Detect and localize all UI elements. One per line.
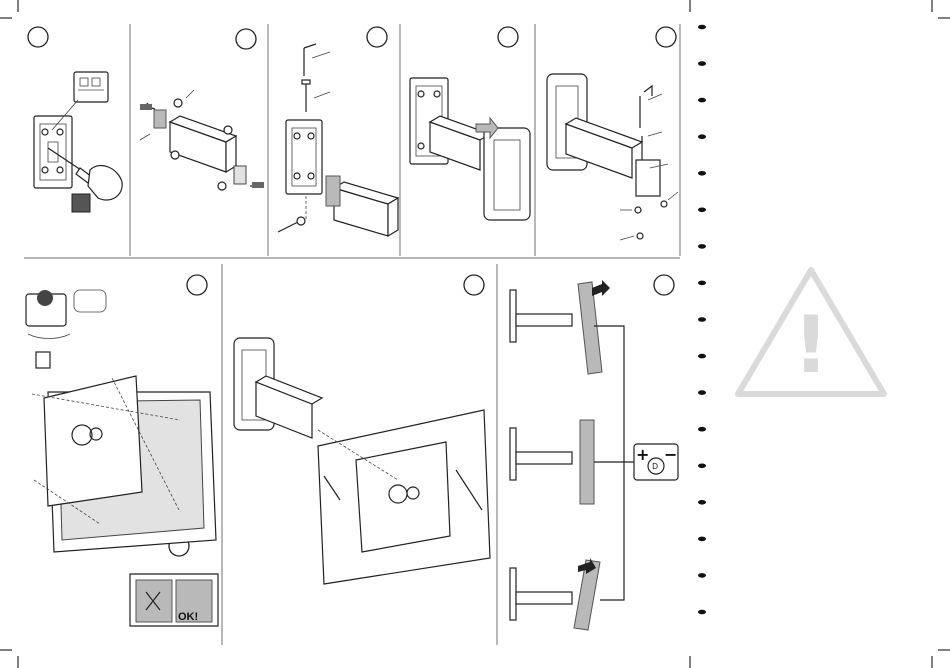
panel-8-tilt: + − D: [510, 280, 678, 630]
panel-6-tv-back: OK!: [26, 290, 218, 626]
language-marker: [698, 134, 706, 139]
step-3-circle: [367, 27, 387, 47]
step-8-circle: [654, 275, 674, 295]
language-marker: [698, 281, 706, 286]
language-marker: [698, 464, 706, 469]
language-marker: [698, 610, 706, 615]
hand-shape: [88, 166, 122, 200]
wall-square: [72, 194, 90, 212]
adjust-dial-icon: + − D: [634, 444, 678, 480]
panel-4-arm-insert: [410, 78, 530, 220]
language-marker: [698, 208, 706, 213]
panel-1-wall-plate: [34, 72, 122, 212]
tv-bracket-plate: [484, 128, 530, 220]
wrench-icon: [278, 217, 305, 232]
language-marker: [698, 98, 706, 103]
svg-text:+: +: [636, 445, 649, 464]
tilt-view-top: [510, 280, 610, 374]
warning-triangle-icon: !: [738, 270, 884, 394]
language-marker: [698, 500, 706, 505]
cap-left: [154, 110, 166, 128]
panel-7-tv-attach: [234, 338, 490, 584]
language-marker: [698, 390, 706, 395]
hex-key-icon: [644, 86, 652, 96]
panel-2-arm-caps: [140, 90, 264, 190]
tilt-view-middle: [510, 420, 594, 504]
language-marker: [698, 354, 706, 359]
language-marker: [698, 61, 706, 66]
ok-label: OK!: [178, 611, 198, 623]
language-marker: [698, 171, 706, 176]
panel-3-bolt-assembly: [278, 44, 398, 236]
hex-key-icon: [304, 44, 316, 76]
svg-text:−: −: [664, 445, 677, 464]
language-marker: [698, 573, 706, 578]
arrow-icon: [592, 280, 610, 296]
svg-text:D: D: [652, 462, 658, 471]
language-marker: [698, 25, 706, 30]
language-markers: [698, 25, 706, 615]
tilt-view-bottom: [510, 558, 600, 630]
language-marker: [698, 244, 706, 249]
step-5-circle: [656, 27, 676, 47]
step-7-circle: [464, 275, 484, 295]
cap-right: [234, 166, 246, 184]
language-marker: [698, 537, 706, 542]
panel-5-arm-hardware: [547, 74, 678, 240]
step-1-circle: [28, 27, 48, 47]
svg-text:!: !: [793, 301, 829, 391]
step-4-circle: [498, 27, 518, 47]
step-2-circle: [236, 29, 256, 49]
language-marker: [698, 317, 706, 322]
vesa-plate: [44, 376, 142, 506]
step-6-circle: [187, 275, 207, 295]
language-marker: [698, 427, 706, 432]
